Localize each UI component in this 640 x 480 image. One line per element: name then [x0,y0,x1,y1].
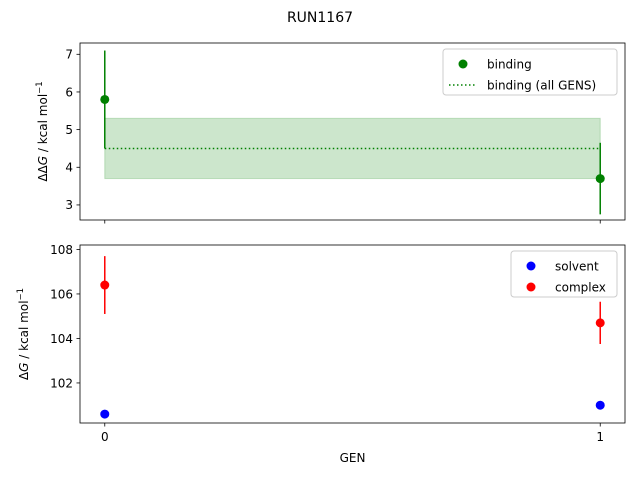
x-axis-label: GEN [340,451,366,465]
y-tick-label: 7 [65,48,73,62]
data-point [100,280,110,290]
y-tick-label: 108 [50,243,73,257]
data-point [100,94,110,104]
y-tick-label: 5 [65,123,73,137]
legend-swatch [458,59,468,69]
data-point [595,400,605,410]
data-point [595,318,605,328]
x-tick-label: 0 [101,430,109,444]
y-axis-label-exponent: −1 [35,81,45,94]
y-tick-label: 102 [50,376,73,390]
legend-label: binding [487,57,532,71]
x-tick-label: 1 [596,430,604,444]
y-tick-label: 104 [50,332,73,346]
legend-swatch [526,261,536,271]
legend-swatch [526,282,536,292]
legend-box [442,48,618,96]
y-axis-label-var: G [17,363,31,372]
y-tick-label: 6 [65,85,73,99]
data-point [595,174,605,184]
y-axis-label-unit: / kcal mol [17,300,31,362]
y-axis-label: ΔG / kcal mol−1 [16,288,31,380]
axes-frame [79,42,626,221]
y-axis-label-delta: ΔΔ [36,164,50,181]
y-tick-label: 4 [65,161,73,175]
y-axis-label-delta: Δ [17,371,31,380]
y-axis-label-var: G [36,156,50,165]
legend-box [510,250,618,298]
y-axis-label: ΔΔG / kcal mol−1 [35,81,50,181]
y-tick-label: 106 [50,287,73,301]
axes-frame [79,244,626,424]
figure-title: RUN1167 [287,10,353,26]
legend-label: binding (all GENS) [487,78,596,92]
y-axis-label-unit: / kcal mol [36,94,50,156]
legend-label: complex [555,280,606,294]
data-point [100,409,110,419]
y-axis-label-exponent: −1 [16,288,26,301]
y-tick-label: 3 [65,198,73,212]
legend-label: solvent [555,259,599,273]
